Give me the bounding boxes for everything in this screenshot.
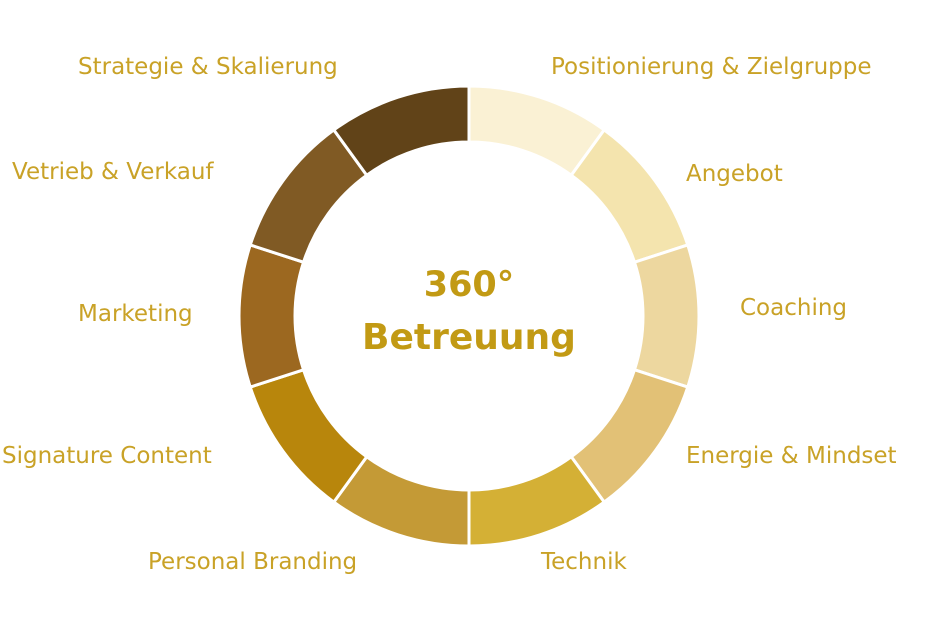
center-title-line1: 360° bbox=[423, 265, 515, 305]
label-strategie-skalierung: Strategie & Skalierung bbox=[78, 54, 338, 80]
label-coaching: Coaching bbox=[740, 295, 848, 321]
label-signature-content: Signature Content bbox=[2, 443, 212, 469]
label-positionierung-zielgruppe: Positionierung & Zielgruppe bbox=[551, 54, 872, 80]
ring-segment-8 bbox=[237, 243, 306, 389]
label-energie-mindset: Energie & Mindset bbox=[686, 443, 897, 469]
ring-segment-7 bbox=[248, 367, 369, 505]
ring-segment-2 bbox=[569, 127, 690, 265]
label-marketing: Marketing bbox=[78, 301, 193, 327]
label-angebot: Angebot bbox=[686, 161, 783, 187]
ring-segment-3 bbox=[632, 243, 701, 389]
label-vetrieb-verkauf: Vetrieb & Verkauf bbox=[12, 159, 214, 185]
label-technik: Technik bbox=[541, 549, 627, 575]
label-personal-branding: Personal Branding bbox=[148, 549, 358, 575]
center-title-line2: Betreuung bbox=[362, 317, 576, 358]
ring-segment-10 bbox=[331, 84, 471, 178]
